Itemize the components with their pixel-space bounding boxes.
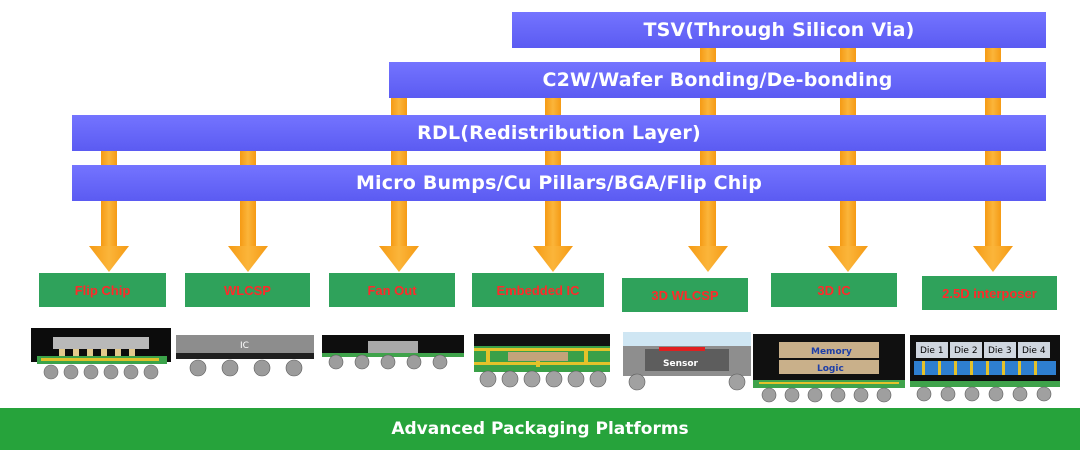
platform-label-wlcsp: WLCSP	[185, 273, 310, 307]
die-2-label: Die 2	[954, 346, 978, 356]
3d-wlcsp-package-illustration: Sensor	[623, 332, 751, 392]
layer-bar-c2w: C2W/Wafer Bonding/De-bonding	[389, 62, 1046, 98]
platform-label-3d-ic: 3D IC	[771, 273, 897, 307]
embedded-ic-package-illustration	[474, 334, 610, 390]
fan-out-package-illustration	[322, 335, 464, 375]
platform-label-fan-out: Fan Out	[329, 273, 455, 307]
platform-label-2-5d-interposer: 2.5D interposer	[922, 276, 1057, 310]
layer-bar-rdl: RDL(Redistribution Layer)	[72, 115, 1046, 151]
footer-bar: Advanced Packaging Platforms	[0, 408, 1080, 450]
3d-ic-package-illustration: Memory Logic	[753, 334, 905, 406]
layer-bar-micro-bumps: Micro Bumps/Cu Pillars/BGA/Flip Chip	[72, 165, 1046, 201]
layer-bar-tsv: TSV(Through Silicon Via)	[512, 12, 1046, 48]
platform-label-embedded-ic: Embedded IC	[472, 273, 604, 307]
platform-label-flip-chip: Flip Chip	[39, 273, 166, 307]
die-4-label: Die 4	[1022, 346, 1046, 356]
platform-label-3d-wlcsp: 3D WLCSP	[622, 278, 748, 312]
die-1-label: Die 1	[920, 346, 944, 356]
2-5d-interposer-package-illustration: Die 1 Die 2 Die 3 Die 4	[910, 335, 1060, 405]
3d-wlcsp-chip-label: Sensor	[663, 359, 699, 369]
3d-ic-logic-label: Logic	[817, 364, 844, 374]
wlcsp-package-illustration: IC	[176, 335, 314, 387]
3d-ic-memory-label: Memory	[811, 347, 852, 357]
flip-chip-package-illustration	[31, 328, 171, 388]
wlcsp-chip-label: IC	[240, 341, 249, 351]
die-3-label: Die 3	[988, 346, 1012, 356]
